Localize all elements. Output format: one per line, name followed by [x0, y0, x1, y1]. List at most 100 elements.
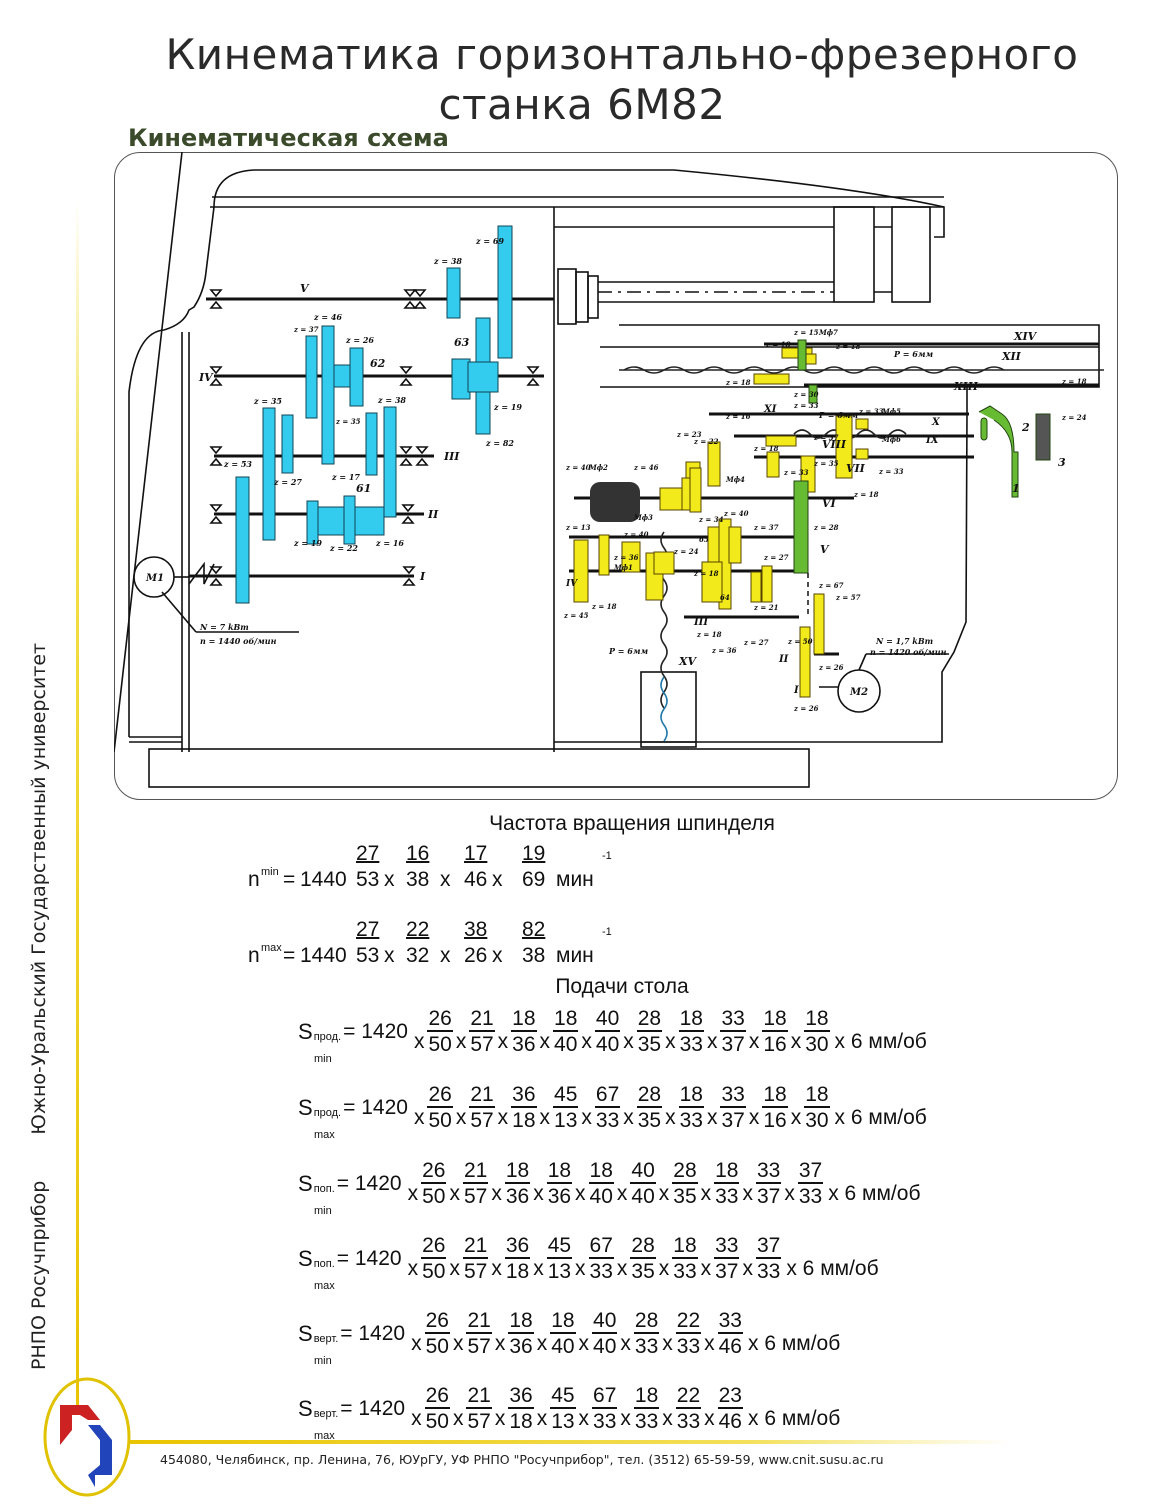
frac-numerator: 18 [588, 1159, 614, 1184]
times-sign: x [491, 1256, 502, 1280]
n-symbol: n [248, 944, 260, 967]
frac-numerator: 45 [546, 1234, 573, 1259]
frac-numerator: 18 [546, 1159, 573, 1184]
gear-label: z = 40 [623, 530, 649, 539]
frac-numerator: 40 [594, 1007, 621, 1032]
diagram-frame [114, 152, 1118, 800]
gear-label: z = 37 [813, 433, 839, 442]
n-sup: min [261, 866, 279, 878]
frac-numerator: 18 [504, 1159, 531, 1184]
gear-label: z = 23 [676, 430, 702, 439]
frac-numerator: 21 [469, 1083, 495, 1108]
frac-numerator: 28 [630, 1234, 656, 1259]
feed-symbol-type: поп. [313, 1182, 335, 1195]
frac-numerator: 18 [511, 1007, 537, 1032]
gear-label: z = 34 [698, 515, 724, 524]
frac-denominator: 38 [406, 868, 430, 891]
frac-denominator: 33 [756, 1260, 781, 1283]
gear-label: z = 17 [331, 472, 360, 482]
frac-denominator: 40 [551, 1335, 575, 1358]
times-sign: x [623, 1105, 634, 1129]
handle-2-label: 2 [1021, 421, 1030, 434]
shaft-label-vi: VI [822, 497, 837, 510]
frac-denominator: 57 [463, 1185, 488, 1208]
frac-numerator: 33 [717, 1309, 743, 1334]
frac-numerator: 28 [633, 1309, 660, 1334]
gear-label: z = 82 [485, 438, 514, 448]
gear-label: z = 45 [563, 611, 589, 620]
frac-denominator: 46 [718, 1335, 742, 1358]
frac-numerator: 21 [462, 1234, 489, 1259]
frac-numerator: 26 [421, 1159, 447, 1184]
times-sign: x [494, 1406, 506, 1430]
gear-label: z = 40 [723, 509, 749, 518]
times-sign: x [452, 1406, 464, 1430]
frac-numerator: 67 [594, 1083, 621, 1108]
frac-denominator: 57 [470, 1109, 494, 1132]
diagram-labels: V IV III II I z = 69 z = 38 z = 37 z = 4… [145, 236, 1087, 713]
shaft-label-i-feed: I [793, 685, 799, 696]
frac-denominator: 40 [595, 1033, 620, 1056]
frac-numerator: 21 [466, 1384, 492, 1409]
gear-label: Мф3 [633, 513, 653, 522]
times-sign: x [742, 1181, 753, 1205]
feed-symbol-type: верт. [313, 1332, 339, 1345]
frac-denominator: 50 [422, 1260, 446, 1283]
motor-m1-speed: n = 1440 об/мин [200, 636, 277, 646]
section-subtitle: Кинематическая схема [128, 124, 449, 152]
times-sign: x [575, 1181, 586, 1205]
frac-denominator: 57 [470, 1033, 494, 1056]
side-accent-line [76, 200, 79, 1410]
n-base: 1440 [300, 868, 347, 891]
frac-numerator: 23 [717, 1384, 743, 1409]
clutch-mf2 [590, 482, 640, 522]
gear-label: z = 33 [878, 467, 904, 476]
times-sign: x [742, 1256, 753, 1280]
frac-denominator: 33 [634, 1335, 659, 1358]
gear-label: z = 53 [223, 459, 252, 469]
times-sign: x [658, 1181, 670, 1205]
feed-symbol-s: S [298, 1320, 313, 1346]
frac-denominator: 50 [428, 1033, 452, 1056]
times-sign: x [662, 1406, 673, 1430]
times-sign: x [704, 1406, 715, 1430]
equals-sign: = 1420 [336, 1246, 402, 1270]
gear-label: z = 18 [693, 569, 719, 578]
times-sign: x [704, 1331, 715, 1355]
gear-label: z = 38 [377, 395, 406, 405]
frac-numerator: 18 [672, 1234, 698, 1259]
times-sign: x [575, 1256, 586, 1280]
motor-m1-label: M1 [145, 573, 164, 584]
feed-symbol-s: S [298, 1094, 313, 1120]
times-sign: x [384, 868, 395, 891]
times-sign: x [413, 1029, 425, 1053]
gear-label: z = 40 [565, 463, 591, 472]
screw-pitch: P = 6мм [608, 646, 648, 656]
frac-numerator: 19 [522, 842, 546, 865]
frac-numerator: 18 [678, 1007, 704, 1032]
feed-symbol-s: S [298, 1170, 313, 1196]
gear-label: z = 18 [835, 342, 861, 351]
times-sign: x [616, 1256, 628, 1280]
frac-numerator: 26 [424, 1309, 450, 1334]
times-sign: x [748, 1105, 760, 1129]
gear-label: z = 36 [613, 553, 639, 562]
frac-numerator: 17 [464, 842, 488, 865]
frac-denominator: 57 [463, 1260, 488, 1283]
times-sign: x [494, 1331, 506, 1355]
